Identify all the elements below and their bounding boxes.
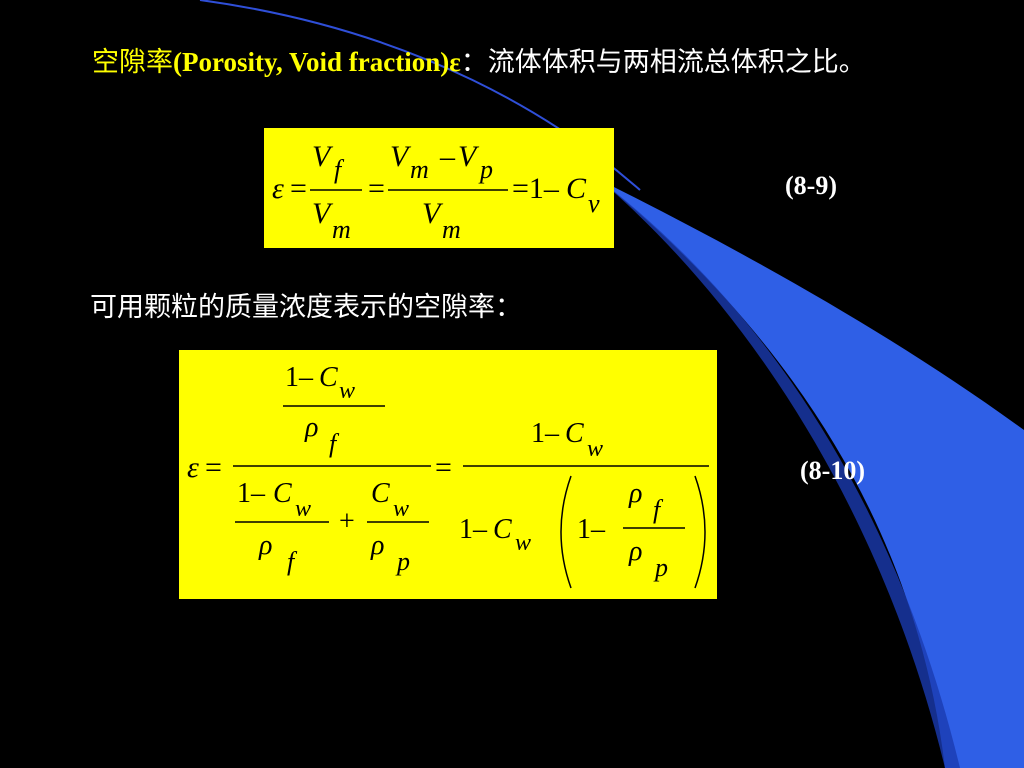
term-colon: ： xyxy=(460,47,488,78)
svg-text:1–: 1– xyxy=(285,362,314,393)
equation-8-10-formula: ε = 1– C w ρ f 1– C w ρ f + C w ρ p = 1–… xyxy=(187,362,709,589)
intro-paragraph: 空隙率(Porosity, Void fraction)ε：流体体积与两相流总体… xyxy=(62,44,1017,81)
term-definition: 流体体积与两相流总体积之比。 xyxy=(487,47,866,78)
svg-text:ρ: ρ xyxy=(304,412,318,443)
svg-text:ρ: ρ xyxy=(370,530,384,561)
svg-text:+: + xyxy=(339,506,355,537)
svg-text:f: f xyxy=(334,155,345,184)
svg-text:C: C xyxy=(319,362,338,393)
svg-text:w: w xyxy=(339,378,355,404)
swoosh-blue-band xyxy=(600,180,1024,768)
svg-text:=: = xyxy=(435,451,452,484)
svg-text:p: p xyxy=(653,553,668,582)
svg-text:m: m xyxy=(332,215,351,244)
equation-number-8-9: (8-9) xyxy=(785,171,837,200)
porosity-by-mass-concentration-text: 可用颗粒的质量浓度表示的空隙率： xyxy=(90,292,522,323)
svg-text:w: w xyxy=(295,496,311,522)
svg-text:V: V xyxy=(312,197,334,230)
svg-text:p: p xyxy=(395,547,410,576)
svg-text:w: w xyxy=(515,530,531,556)
svg-text:m: m xyxy=(410,155,429,184)
svg-text:ε: ε xyxy=(187,451,199,484)
term-english: (Porosity, Void fraction)ε xyxy=(173,47,461,77)
svg-text:f: f xyxy=(329,429,340,458)
svg-text:m: m xyxy=(442,215,461,244)
svg-text:p: p xyxy=(478,155,493,184)
svg-text:ρ: ρ xyxy=(628,478,642,509)
svg-text:–: – xyxy=(439,140,456,173)
svg-text:V: V xyxy=(422,197,444,230)
svg-text:V: V xyxy=(312,140,334,173)
svg-text:C: C xyxy=(565,418,584,449)
svg-text:C: C xyxy=(566,172,587,205)
svg-text:1–: 1– xyxy=(237,478,266,509)
svg-text:C: C xyxy=(371,478,390,509)
term-label: 空隙率 xyxy=(92,47,173,78)
svg-text:f: f xyxy=(287,547,298,576)
equation-8-9-formula: ε = V f V m = V m – V p V m =1– C v xyxy=(272,140,600,244)
svg-text:=: = xyxy=(368,172,385,205)
svg-text:f: f xyxy=(653,495,664,524)
svg-text:1–: 1– xyxy=(459,514,488,545)
svg-text:=1–: =1– xyxy=(512,172,560,205)
svg-text:V: V xyxy=(458,140,480,173)
svg-text:v: v xyxy=(588,189,600,218)
svg-text:w: w xyxy=(393,496,409,522)
svg-text:ρ: ρ xyxy=(628,536,642,567)
svg-text:1–: 1– xyxy=(531,418,560,449)
equation-8-10: ε = 1– C w ρ f 1– C w ρ f + C w ρ p = 1–… xyxy=(179,350,717,599)
svg-text:1–: 1– xyxy=(577,514,606,545)
svg-text:V: V xyxy=(390,140,412,173)
svg-text:=: = xyxy=(205,451,222,484)
equation-8-9: ε = V f V m = V m – V p V m =1– C v xyxy=(264,128,614,248)
svg-text:ρ: ρ xyxy=(258,530,272,561)
svg-text:C: C xyxy=(493,514,512,545)
svg-text:ε: ε xyxy=(272,172,284,205)
svg-text:w: w xyxy=(587,436,603,462)
svg-text:C: C xyxy=(273,478,292,509)
svg-text:=: = xyxy=(290,172,307,205)
equation-number-8-10: (8-10) xyxy=(800,456,865,485)
